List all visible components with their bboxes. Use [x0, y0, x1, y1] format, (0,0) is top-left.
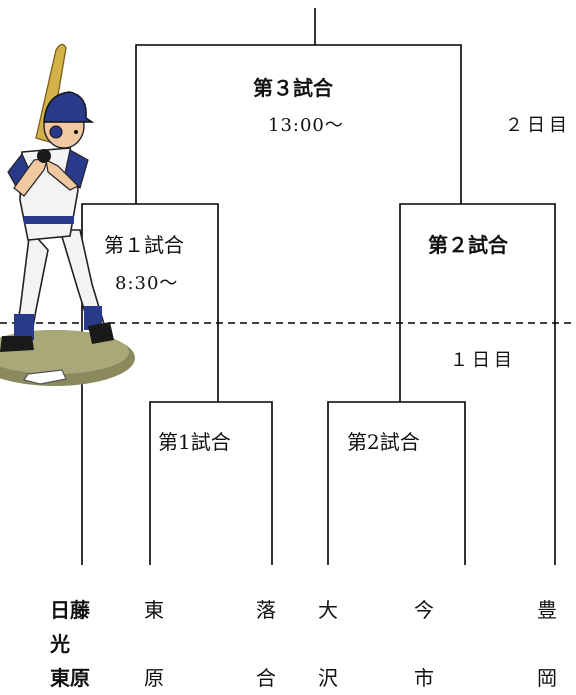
- team-5-bottom: 市: [414, 666, 434, 690]
- team-3-bottom: 合: [256, 666, 276, 690]
- round1-left-label: 第1試合: [158, 430, 231, 454]
- team-2-top: 東: [144, 598, 164, 622]
- bracket-final: [135, 44, 462, 204]
- team-1-line2: 光: [50, 632, 70, 656]
- semi-left-label: 第１試合: [104, 233, 184, 257]
- baseball-batter-icon: [0, 43, 135, 386]
- team-1-line1: 日藤: [50, 598, 90, 622]
- bracket-round1-right: [327, 401, 466, 565]
- day1-label: １日目: [450, 350, 516, 371]
- team-2-bottom: 原: [144, 666, 164, 690]
- team-1-line3: 東原: [50, 666, 90, 690]
- final-match-label: 第３試合: [253, 76, 333, 100]
- team-3-top: 落: [256, 598, 276, 622]
- day2-label: ２日目: [505, 115, 571, 136]
- team-6-top: 豊: [537, 598, 557, 622]
- semi-right-label: 第２試合: [428, 233, 508, 257]
- bracket-semi-left: [81, 203, 219, 565]
- bracket-round1-left: [149, 401, 273, 565]
- team-6-bottom: 岡: [537, 666, 557, 690]
- team-5-top: 今: [414, 598, 434, 622]
- round1-right-label: 第2試合: [347, 430, 420, 454]
- bracket-semi-right: [399, 203, 556, 565]
- team-4-bottom: 沢: [318, 666, 338, 690]
- semi-left-time: 8:30～: [115, 273, 179, 294]
- final-match-time: 13:00～: [268, 115, 344, 136]
- team-4-top: 大: [318, 598, 338, 622]
